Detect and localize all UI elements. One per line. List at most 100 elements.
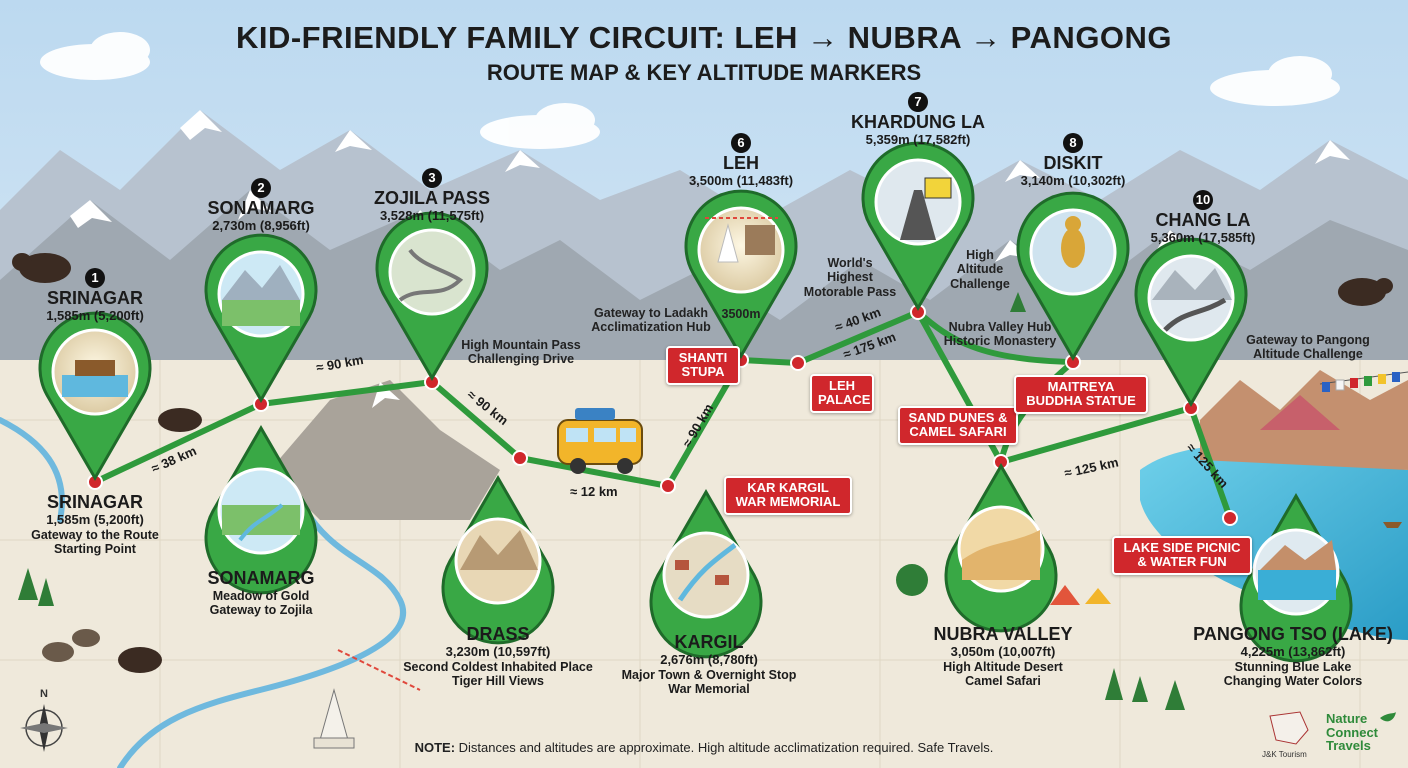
tag-shanti-stupa: SHANTI STUPA	[666, 346, 740, 385]
footnote-text: Distances and altitudes are approximate.…	[455, 740, 994, 755]
tag-line: WAR MEMORIAL	[735, 494, 841, 510]
brand-line: Nature	[1326, 711, 1368, 726]
note-diskit: Nubra Valley Hub Historic Monastery	[930, 320, 1070, 349]
lower-desc: Camel Safari	[965, 674, 1041, 688]
note-line: Motorable Pass	[803, 284, 897, 299]
lower-desc: Starting Point	[54, 542, 136, 556]
note-line: World's	[827, 256, 873, 270]
lower-label-nubra: NUBRA VALLEY 3,050m (10,007ft) High Alti…	[918, 624, 1088, 688]
stop-name: ZOJILA PASS	[373, 188, 490, 208]
lower-desc: Gateway to the Route	[31, 527, 159, 542]
lower-label-pangong: PANGONG TSO (LAKE) 4,225m (13,862ft) Stu…	[1188, 624, 1398, 688]
note-line: Challenge	[950, 276, 1010, 291]
lower-altitude: 4,225m (13,862ft)	[1240, 643, 1346, 659]
brand-block: J&K Tourism Nature Connect Travels	[1262, 706, 1402, 762]
brand-line: Travels	[1326, 738, 1371, 754]
stop-label-diskit: 8 DISKIT 3,140m (10,302ft)	[998, 133, 1148, 189]
stop-label-chang: 10 CHANG LA 5,360m (17,585ft)	[1128, 190, 1278, 246]
family-van-illustration	[557, 408, 643, 474]
pin-sonamarg-lower	[204, 425, 318, 595]
stop-altitude: 5,360m (17,585ft)	[1150, 229, 1256, 245]
leaf-icon	[1380, 712, 1396, 722]
stop-altitude: 5,359m (17,582ft)	[865, 131, 971, 147]
lower-name: KARGIL	[674, 632, 744, 652]
stop-dot-pangong	[1222, 510, 1238, 526]
stop-altitude: 3,528m (11,575ft)	[379, 207, 485, 223]
lower-desc: Changing Water Colors	[1223, 674, 1363, 688]
stop-number: 2	[251, 178, 271, 198]
note-line: Acclimatization Hub	[591, 320, 711, 335]
lower-label-drass: DRASS 3,230m (10,597ft) Second Coldest I…	[398, 624, 598, 688]
note-line: Altitude Challenge	[1253, 347, 1363, 362]
river	[0, 417, 406, 768]
stop-dot-kargil	[660, 478, 676, 494]
tag-line: SHANTI	[678, 350, 728, 365]
pin-kargil	[649, 489, 763, 659]
note-chang: Gateway to Pangong Altitude Challenge	[1238, 333, 1378, 362]
tree-illustrations	[18, 292, 1185, 710]
pin-diskit	[1016, 191, 1130, 361]
stop-name: LEH	[723, 153, 759, 173]
stop-label-leh: 6 LEH 3,500m (11,483ft)	[666, 133, 816, 189]
note-leh-hub: Gateway to Ladakh Acclimatization Hub	[586, 306, 716, 335]
footnote: NOTE: Distances and altitudes are approx…	[0, 740, 1408, 755]
stop-altitude: 3,140m (10,302ft)	[1020, 172, 1126, 188]
pins	[38, 141, 1353, 663]
lower-desc: Meadow of Gold	[212, 588, 310, 603]
tag-line: LAKE SIDE PICNIC	[1123, 540, 1241, 555]
stop-name: SONAMARG	[207, 198, 315, 218]
tag-kargil-war-memorial: KAR KARGIL WAR MEMORIAL	[724, 476, 852, 515]
lower-name: PANGONG TSO (LAKE)	[1193, 624, 1393, 644]
pin-nubra	[944, 463, 1058, 633]
brand-name: Nature Connect Travels	[1326, 712, 1378, 753]
note-khardung: World's Highest Motorable Pass	[800, 256, 900, 299]
lower-desc: High Altitude Desert	[943, 659, 1063, 674]
stop-number: 3	[422, 168, 442, 188]
note-line: Gateway to Ladakh	[594, 306, 708, 320]
stop-name: CHANG LA	[1155, 210, 1251, 230]
tag-line: STUPA	[681, 364, 725, 380]
lower-altitude: 1,585m (5,200ft)	[46, 511, 144, 527]
tag-maitreya-buddha: MAITREYA BUDDHA STATUE	[1014, 375, 1148, 414]
note-line: Nubra Valley Hub	[948, 320, 1052, 334]
tent-illustrations	[1050, 585, 1111, 605]
note-line: Highest	[827, 270, 873, 285]
lower-desc: Gateway to Zojila	[209, 603, 313, 618]
tag-leh-palace: LEH PALACE	[810, 374, 874, 413]
stop-name: KHARDUNG LA	[851, 112, 985, 132]
tag-line: & WATER FUN	[1137, 554, 1227, 570]
note-zojila: High Mountain Pass Challenging Drive	[456, 338, 586, 367]
lower-name: SRINAGAR	[46, 492, 143, 512]
lower-desc: Tiger Hill Views	[452, 674, 544, 688]
lower-altitude: 3,050m (10,007ft)	[950, 643, 1056, 659]
boat-illustration	[1383, 522, 1402, 528]
pin-zojila	[375, 211, 489, 381]
lower-desc: Second Coldest Inhabited Place	[403, 659, 593, 674]
brand-line: Connect	[1326, 724, 1378, 740]
lower-name: SONAMARG	[207, 568, 315, 588]
lower-altitude: 3,230m (10,597ft)	[445, 643, 551, 659]
stop-dot-leh-palace	[790, 355, 806, 371]
lower-label-srinagar: SRINAGAR 1,585m (5,200ft) Gateway to the…	[20, 492, 170, 556]
stop-label-zojila: 3 ZOJILA PASS 3,528m (11,575ft)	[352, 168, 512, 224]
note-line: Challenging Drive	[467, 352, 575, 367]
stop-number: 7	[908, 92, 928, 112]
lower-name: NUBRA VALLEY	[933, 624, 1073, 644]
note-line: Gateway to Pangong	[1246, 333, 1370, 347]
tag-line: LEH	[829, 378, 855, 393]
compass-north-label: N	[40, 688, 48, 700]
note-line: High	[966, 248, 994, 262]
map-subtitle: ROUTE MAP & KEY ALTITUDE MARKERS	[486, 60, 922, 85]
stop-number: 1	[85, 268, 105, 288]
lower-altitude: 2,676m (8,780ft)	[660, 651, 758, 667]
pin-srinagar	[38, 311, 152, 481]
lower-label-kargil: KARGIL 2,676m (8,780ft) Major Town & Ove…	[614, 632, 804, 696]
pin-pangong	[1239, 493, 1353, 663]
tag-line: KAR KARGIL	[747, 480, 829, 495]
note-line: Historic Monastery	[943, 334, 1057, 349]
stop-name: DISKIT	[1043, 153, 1103, 173]
note-khardung-right: High Altitude Challenge	[940, 248, 1020, 291]
stop-name: SRINAGAR	[46, 288, 143, 308]
pin-sonamarg	[204, 233, 318, 403]
prayer-flag-colors	[1322, 372, 1400, 392]
